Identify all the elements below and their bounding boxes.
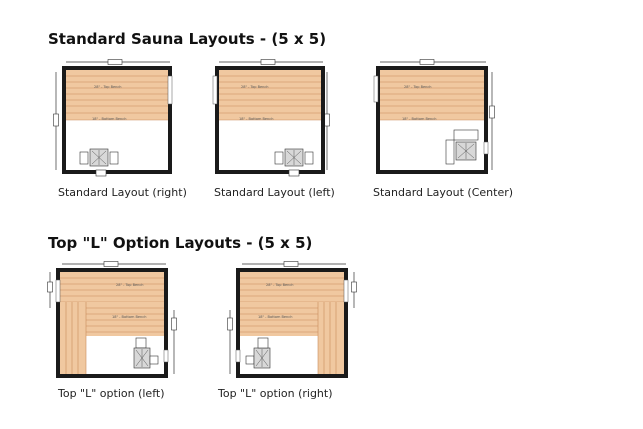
svg-text:28" - Top Bench: 28" - Top Bench <box>241 85 269 89</box>
svg-text:18" - Bottom Bench: 18" - Bottom Bench <box>239 117 273 121</box>
layout-diagram-top-l-left: 28" - Top Bench 18" - Bottom Bench <box>46 258 182 384</box>
svg-text:28" - Top Bench: 28" - Top Bench <box>404 85 432 89</box>
svg-text:18" - Bottom Bench: 18" - Bottom Bench <box>258 315 292 319</box>
section-title-standard: Standard Sauna Layouts - (5 x 5) <box>48 30 327 48</box>
layout-diagram-standard-center: 28" - Top Bench 18" - Bottom Bench <box>366 58 496 178</box>
layout-diagram-standard-right: 28" - Top Bench 18" - Bottom Bench <box>52 58 178 178</box>
caption-standard-right: Standard Layout (right) <box>58 186 187 199</box>
section-title-top-l: Top "L" Option Layouts - (5 x 5) <box>48 234 313 252</box>
svg-text:18" - Bottom Bench: 18" - Bottom Bench <box>112 315 146 319</box>
layout-diagram-top-l-right: 28" - Top Bench 18" - Bottom Bench <box>226 258 362 384</box>
caption-standard-left: Standard Layout (left) <box>214 186 335 199</box>
svg-text:28" - Top Bench: 28" - Top Bench <box>116 283 144 287</box>
layout-diagram-standard-left: 28" - Top Bench 18" - Bottom Bench <box>205 58 331 178</box>
caption-top-l-right: Top "L" option (right) <box>218 387 333 400</box>
svg-text:28" - Top Bench: 28" - Top Bench <box>94 85 122 89</box>
svg-text:28" - Top Bench: 28" - Top Bench <box>266 283 294 287</box>
caption-top-l-left: Top "L" option (left) <box>58 387 165 400</box>
svg-text:18" - Bottom Bench: 18" - Bottom Bench <box>92 117 126 121</box>
svg-text:18" - Bottom Bench: 18" - Bottom Bench <box>402 117 436 121</box>
caption-standard-center: Standard Layout (Center) <box>373 186 514 199</box>
